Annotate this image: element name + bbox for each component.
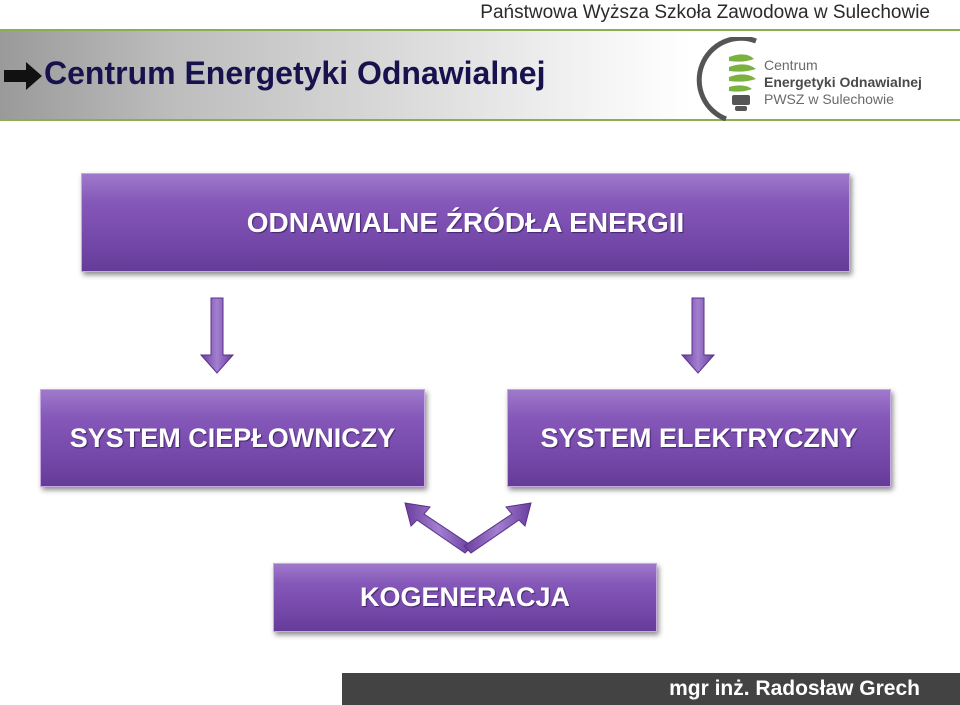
author-name: mgr inż. Radosław Grech xyxy=(669,677,920,700)
logo-text: Centrum Energetyki Odnawialnej PWSZ w Su… xyxy=(764,57,922,107)
arrow-down-right xyxy=(680,297,716,374)
page-title: Centrum Energetyki Odnawialnej xyxy=(44,55,546,91)
box-cogeneration: KOGENERACJA xyxy=(273,563,657,632)
box-electrical-system: SYSTEM ELEKTRYCZNY xyxy=(507,389,891,487)
header-band: Centrum Energetyki Odnawialnej Centrum E… xyxy=(0,29,960,121)
arrow-up-right xyxy=(463,502,532,554)
box-renewable-sources: ODNAWIALNE ŹRÓDŁA ENERGII xyxy=(81,173,850,272)
footer-bar: mgr inż. Radosław Grech xyxy=(342,673,960,705)
arrow-down-left xyxy=(199,297,235,374)
institution-name: Państwowa Wyższa Szkoła Zawodowa w Sulec… xyxy=(480,2,930,23)
ceo-logo: Centrum Energetyki Odnawialnej PWSZ w Su… xyxy=(696,37,936,121)
eco-bulb-icon xyxy=(696,37,757,121)
box-heating-system: SYSTEM CIEPŁOWNICZY xyxy=(40,389,425,487)
arrow-right-icon xyxy=(4,62,42,90)
arrow-up-left xyxy=(404,502,473,554)
